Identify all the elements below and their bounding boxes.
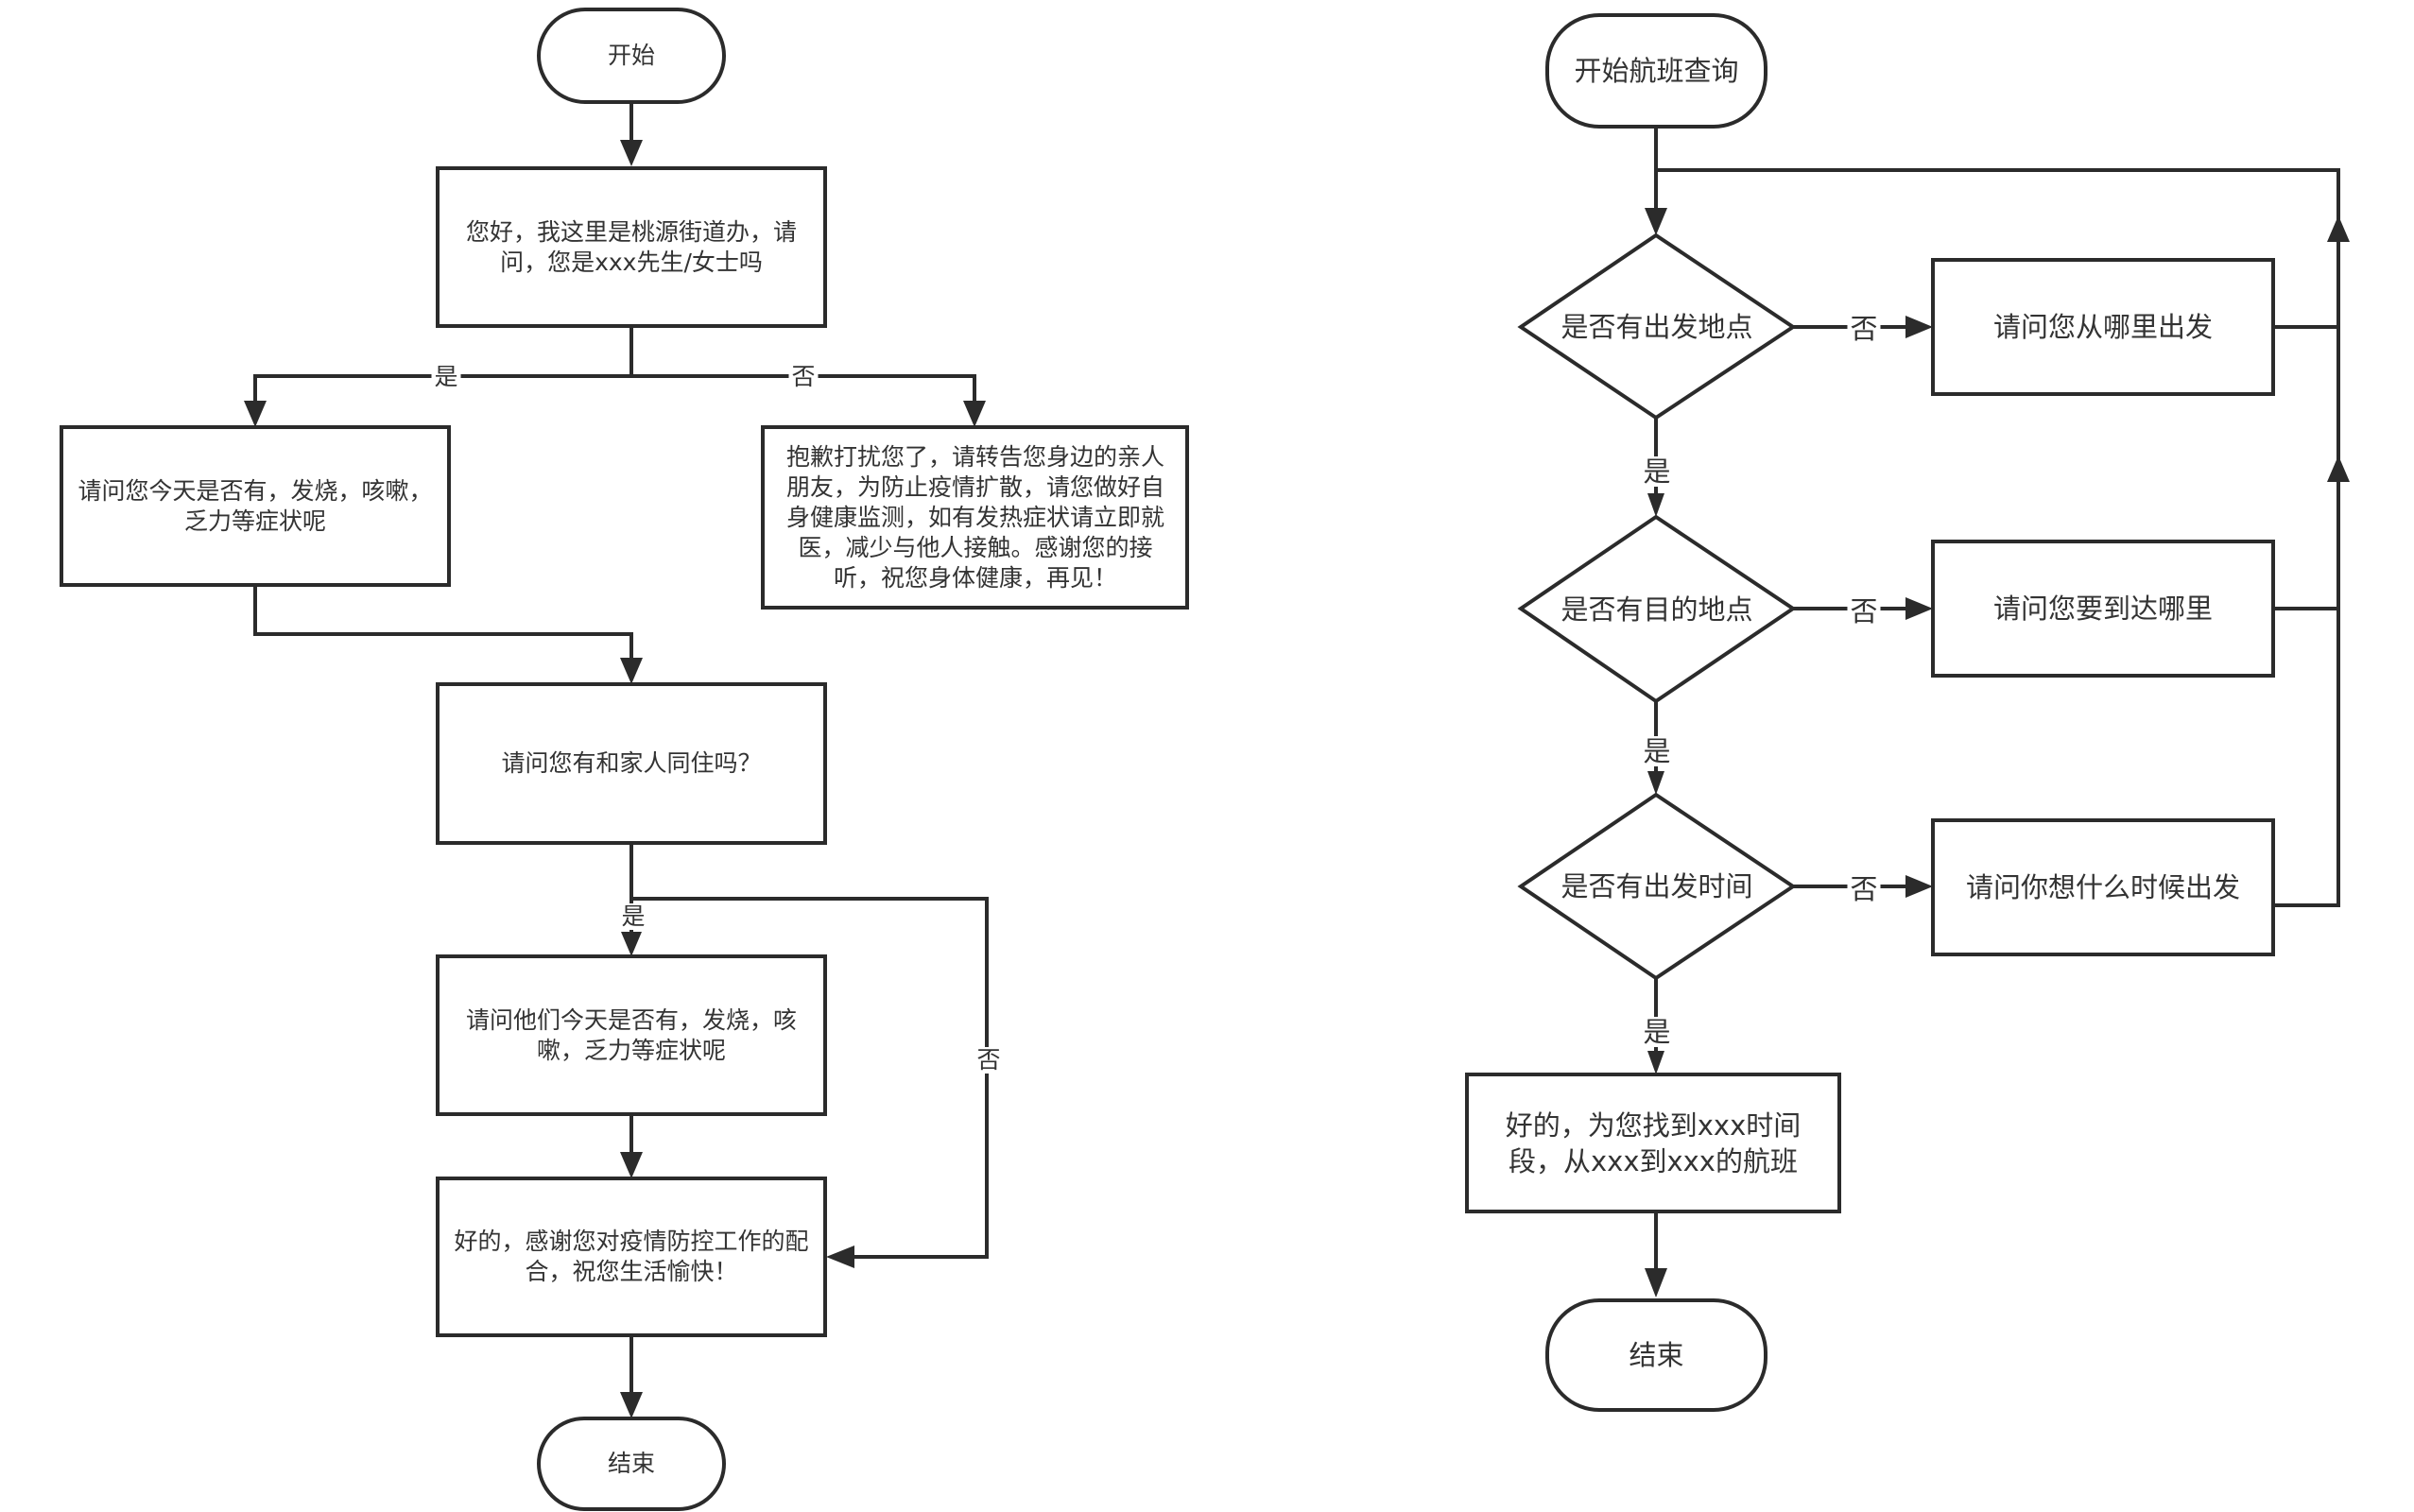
right-edge-label-no-1: 否 [1847, 314, 1881, 344]
left-end-terminal[interactable] [537, 1417, 726, 1511]
left-wrong-person-label: 抱歉打扰您了，请转告您身边的亲人朋友，为防止疫情扩散，请您做好自身健康监测，如有… [785, 442, 1164, 592]
left-greeting-label: 您好，我这里是桃源街道办，请问，您是xxx先生/女士吗 [465, 217, 797, 276]
arrowhead [826, 1246, 854, 1268]
left-thanks-box[interactable] [436, 1177, 827, 1337]
up-arrowhead [2327, 215, 2350, 242]
left-greeting-box[interactable] [436, 166, 827, 328]
left-start-label: 开始 [607, 42, 655, 69]
right-start-label: 开始航班查询 [1574, 55, 1739, 87]
right-decision-time-label: 是否有出发时间 [1560, 870, 1753, 902]
left-edge-no-2 [631, 897, 989, 1259]
left-ask-symptoms-label: 请问您今天是否有，发烧，咳嗽，乏力等症状呢 [78, 476, 433, 535]
left-end-label: 结束 [607, 1450, 655, 1477]
left-edge-label-no-2: 否 [974, 1047, 1004, 1074]
arrowhead [620, 658, 643, 684]
arrowhead [1645, 1268, 1667, 1297]
left-thanks-label: 好的，感谢您对疫情防控工作的配合，祝您生活愉快！ [454, 1228, 809, 1285]
arrowhead [1905, 597, 1933, 620]
right-ask-origin-label: 请问您从哪里出发 [1992, 311, 2213, 343]
left-edge-label-yes-2: 是 [618, 903, 648, 930]
arrowhead [1905, 316, 1933, 338]
up-arrowhead [2327, 455, 2350, 482]
left-wrong-person-box[interactable] [761, 425, 1189, 610]
right-decision-destination-label: 是否有目的地点 [1560, 593, 1753, 626]
arrowhead [1645, 208, 1667, 235]
left-edge-label-yes-1: 是 [431, 364, 461, 390]
right-edge-label-yes-3: 是 [1640, 1017, 1674, 1047]
right-result-label: 好的，为您找到xxx时间段，从xxx到xxx的航班 [1505, 1108, 1802, 1177]
right-ask-time-label: 请问你想什么时候出发 [1965, 871, 2240, 903]
left-edge-symptoms-family [253, 585, 633, 662]
left-ask-family-box[interactable] [436, 682, 827, 845]
right-ask-destination-label: 请问您要到达哪里 [1992, 593, 2213, 625]
arrowhead [620, 1152, 643, 1178]
left-ask-family-label: 请问您有和家人同住吗？ [501, 749, 762, 777]
right-ask-time-box[interactable] [1931, 818, 2275, 956]
arrowhead [620, 140, 643, 166]
right-ask-destination-box[interactable] [1931, 540, 2275, 678]
right-decision-origin-label: 是否有出发地点 [1560, 310, 1753, 343]
arrowhead [244, 401, 267, 427]
right-ask-origin-box[interactable] [1931, 258, 2275, 396]
left-edge-no-1 [631, 374, 976, 404]
arrowhead [1647, 493, 1664, 517]
right-edge-loop-back [1656, 168, 2340, 907]
right-edge-label-yes-2: 是 [1640, 736, 1674, 766]
arrowhead [963, 401, 986, 427]
right-result-box[interactable] [1465, 1073, 1841, 1213]
arrowhead [1905, 875, 1933, 898]
arrowhead [621, 932, 642, 956]
left-ask-symptoms-box[interactable] [60, 425, 451, 587]
right-end-terminal[interactable] [1545, 1298, 1767, 1412]
arrowhead [620, 1392, 643, 1418]
left-edge-yes-1 [253, 374, 631, 404]
left-ask-family-symptoms-label: 请问他们今天是否有，发烧，咳嗽，乏力等症状呢 [465, 1005, 797, 1064]
arrowhead [1647, 1051, 1664, 1074]
right-edge-label-no-2: 否 [1847, 596, 1881, 627]
right-end-label: 结束 [1629, 1339, 1684, 1371]
right-edge-label-no-3: 否 [1847, 874, 1881, 904]
arrowhead [1647, 771, 1664, 795]
left-edge-label-no-1: 否 [788, 364, 819, 390]
right-edge-label-yes-1: 是 [1640, 456, 1674, 487]
